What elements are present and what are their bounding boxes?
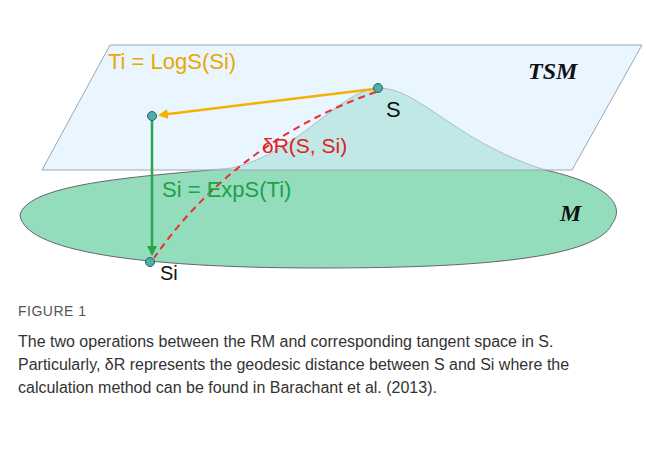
tangent-space-label: TSM [528, 58, 577, 84]
point-t [148, 112, 157, 121]
tangent-plane [42, 45, 642, 170]
manifold-label: M [560, 200, 581, 226]
point-label: S [386, 98, 401, 122]
figure-caption: The two operations between the RM and co… [18, 330, 628, 399]
point-label: Si [160, 262, 178, 284]
exp-arrow [151, 120, 154, 254]
geodesic-curve [154, 92, 376, 258]
log-arrow [160, 89, 374, 115]
point-si [146, 258, 155, 267]
point-s [374, 84, 383, 93]
exp-label: Si = ExpS(Ti) [162, 178, 291, 202]
figure-number: FIGURE 1 [18, 304, 87, 319]
log-label: Ti = LogS(Si) [108, 50, 236, 74]
distance-label: δR(S, Si) [262, 134, 347, 157]
